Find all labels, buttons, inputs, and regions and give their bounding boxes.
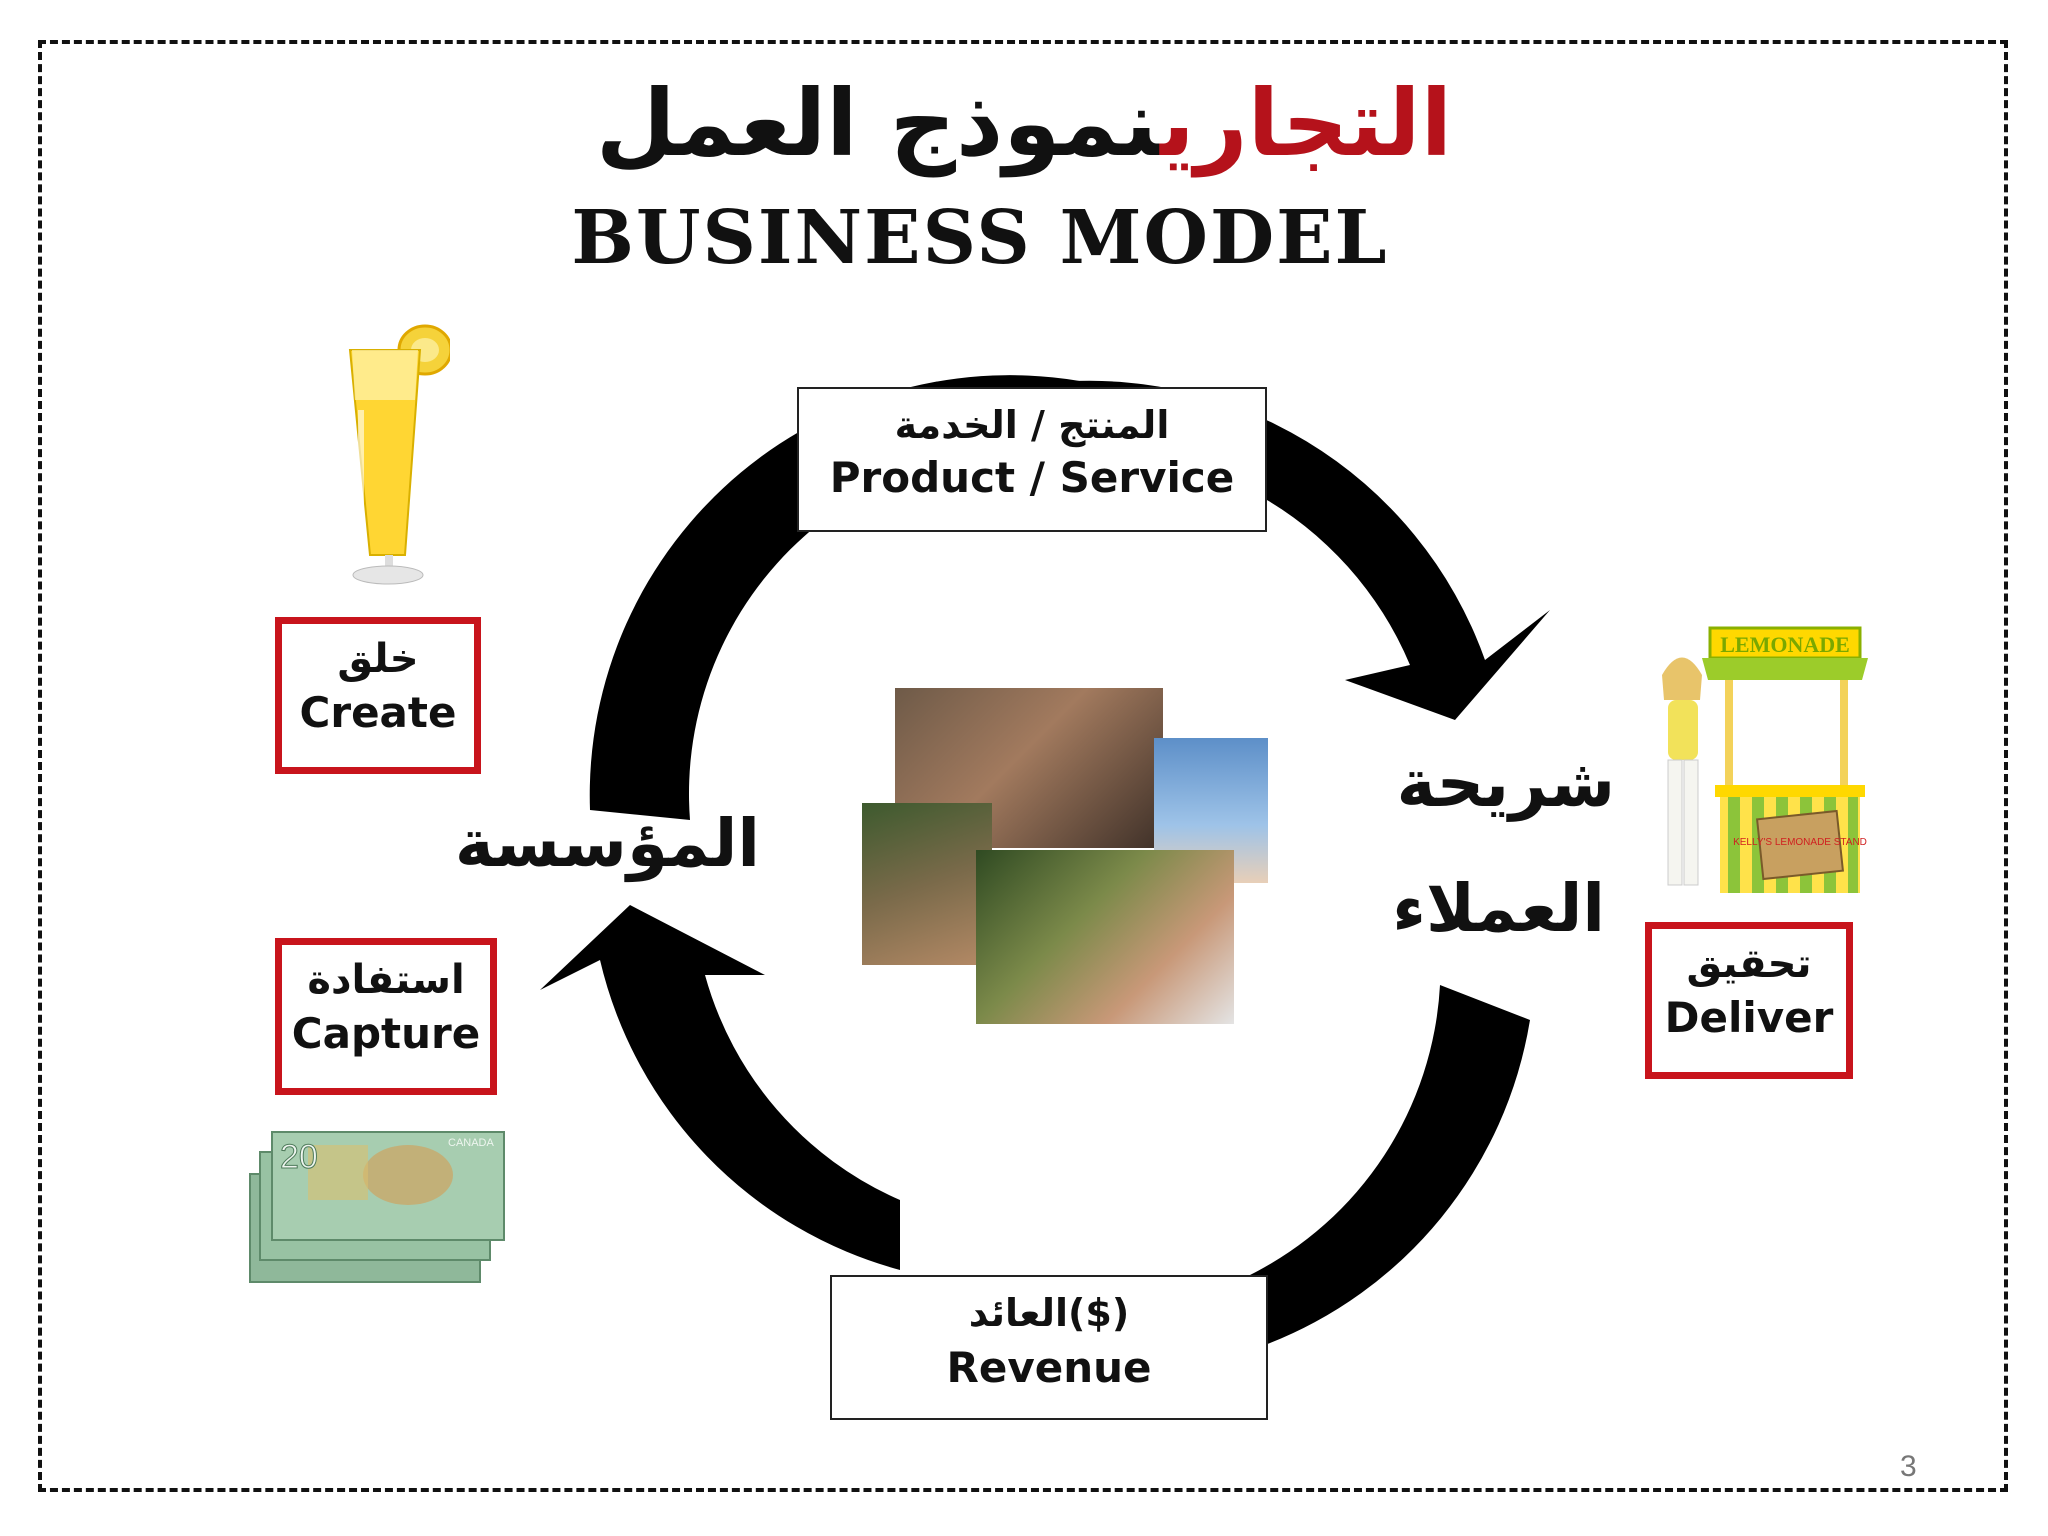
title-arabic-main: نموذج العمل [595, 70, 1161, 177]
product-service-box: المنتج / الخدمة Product / Service [797, 387, 1267, 532]
collage-photo-3 [862, 803, 992, 965]
slide-title-english: BUSINESS MODEL [571, 195, 1389, 281]
create-box: خلق Create [275, 617, 481, 774]
note-value: 20 [280, 1138, 318, 1176]
title-arabic-highlight: التجاري [1160, 70, 1453, 177]
customer-segment-label-line2: العملاء [1392, 870, 1605, 947]
page-number: 3 [1900, 1450, 1917, 1483]
create-arabic: خلق [337, 636, 419, 682]
deliver-box: تحقيق Deliver [1645, 922, 1853, 1079]
organization-label: المؤسسة [454, 805, 760, 882]
note-country: CANADA [448, 1137, 495, 1149]
product-service-english: Product / Service [829, 453, 1235, 502]
slide-frame [38, 40, 2008, 1492]
arc-bottom-right [1250, 985, 1530, 1345]
stand-board-text: KELLY'S LEMONADE STAND [1733, 837, 1867, 848]
capture-arabic: استفادة [307, 957, 465, 1003]
lemonade-stand-image: LEMONADE KELLY'S LEMONADE STAND [1662, 626, 1868, 893]
stand-sign-text: LEMONADE [1720, 632, 1850, 657]
arrow-top-right [1030, 380, 1550, 720]
create-english: Create [299, 688, 457, 737]
collage-photo-4 [976, 850, 1234, 1024]
capture-english: Capture [291, 1009, 481, 1058]
customer-segment-label-line1: شريحة [1396, 745, 1615, 822]
deliver-english: Deliver [1664, 993, 1834, 1042]
product-service-arabic: المنتج / الخدمة [894, 403, 1170, 447]
deliver-arabic: تحقيق [1686, 941, 1812, 987]
banknotes-image: 20 CANADA [249, 1131, 505, 1283]
people-drinking-water-collage [862, 688, 1268, 1024]
revenue-box: ($)العائد Revenue [830, 1275, 1268, 1420]
revenue-english: Revenue [946, 1343, 1152, 1392]
capture-box: استفادة Capture [275, 938, 497, 1095]
arrow-bottom-left [540, 905, 900, 1270]
revenue-arabic: ($)العائد [968, 1291, 1130, 1335]
lemonade-glass-image [348, 324, 450, 585]
slide-title-arabic: التجارينموذج العمل [0, 70, 2048, 177]
